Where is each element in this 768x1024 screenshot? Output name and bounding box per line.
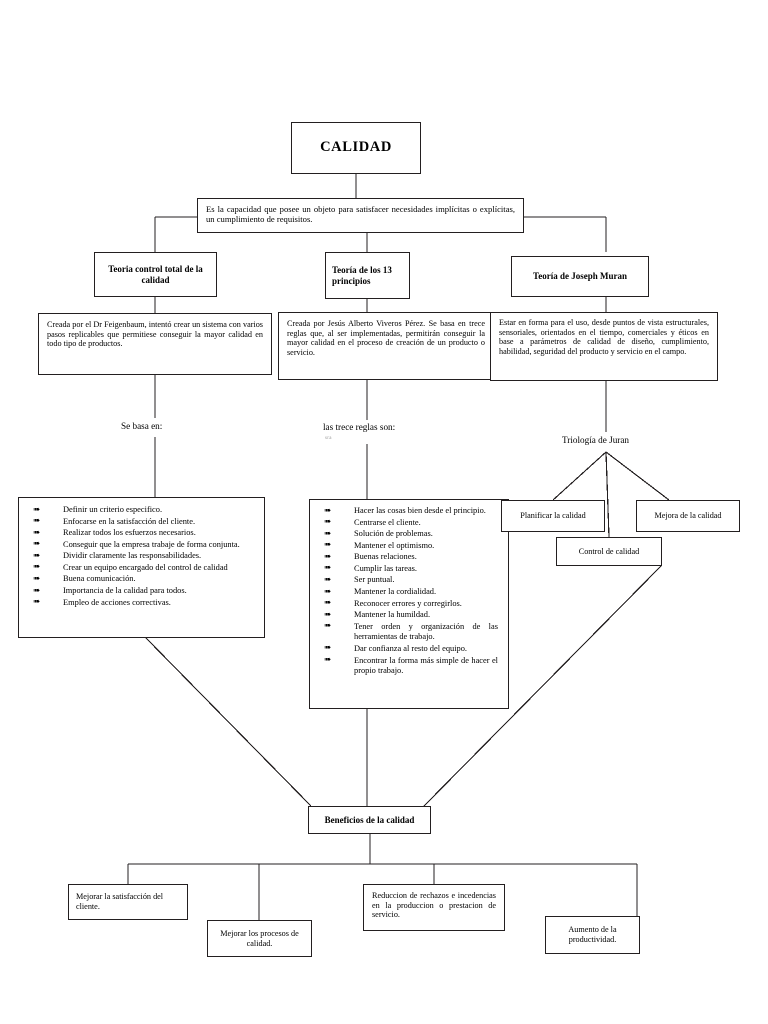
arrow-bullet-icon: ➠ bbox=[33, 585, 41, 596]
list-item: ➠Encontrar la forma más simple de hacer … bbox=[324, 655, 498, 676]
theory-title-1: Teoría de los 13 principios bbox=[332, 264, 392, 286]
arrow-bullet-icon: ➠ bbox=[324, 598, 332, 609]
arrow-bullet-icon: ➠ bbox=[324, 609, 332, 620]
node-theory-control-total[interactable]: Teoria control total de la calidad bbox=[94, 252, 217, 297]
benefit-text-2: Reduccion de rechazos e incedencias en l… bbox=[372, 891, 496, 920]
list-item: ➠Reconocer errores y corregirlos. bbox=[324, 598, 462, 609]
arrow-bullet-icon: ➠ bbox=[324, 574, 332, 585]
list-item: ➠Tener orden y organización de las herra… bbox=[324, 621, 498, 642]
list-item: ➠Mantener la humildad. bbox=[324, 609, 431, 620]
list-item: ➠Dar confianza al resto del equipo. bbox=[324, 643, 468, 654]
node-theory-13-principios[interactable]: Teoría de los 13 principios bbox=[325, 252, 410, 299]
title-text: CALIDAD bbox=[320, 139, 392, 156]
arrow-bullet-icon: ➠ bbox=[33, 516, 41, 527]
arrow-bullet-icon: ➠ bbox=[324, 643, 332, 654]
description-text-0: Creada por el Dr Feigenbaum, intentó cre… bbox=[47, 320, 263, 349]
benefit-text-0: Mejorar la satisfacción del cliente. bbox=[76, 892, 164, 911]
node-definition[interactable]: Es la capacidad que posee un objeto para… bbox=[197, 198, 524, 233]
node-description-viveros[interactable]: Creada por Jesús Alberto Viveros Pérez. … bbox=[278, 312, 494, 380]
list-item: ➠Buenas relaciones. bbox=[324, 551, 417, 562]
list-item: ➠Conseguir que la empresa trabaje de for… bbox=[33, 539, 240, 550]
node-title-calidad[interactable]: CALIDAD bbox=[291, 122, 421, 174]
node-benefit-reduccion-rechazos[interactable]: Reduccion de rechazos e incedencias en l… bbox=[363, 884, 505, 931]
list-item: ➠Crear un equipo encargado del control d… bbox=[33, 562, 228, 573]
arrow-bullet-icon: ➠ bbox=[33, 539, 41, 550]
arrow-bullet-icon: ➠ bbox=[33, 562, 41, 573]
node-benefit-procesos-calidad[interactable]: Mejorar los procesos de calidad. bbox=[207, 920, 312, 957]
list-item: ➠Centrarse el cliente. bbox=[324, 517, 421, 528]
node-list-control-total[interactable]: ➠Definir un criterio especifico. ➠Enfoca… bbox=[18, 497, 265, 638]
bullet-list-control-total: ➠Definir un criterio especifico. ➠Enfoca… bbox=[19, 505, 257, 608]
node-theory-joseph-muran[interactable]: Teoría de Joseph Muran bbox=[511, 256, 649, 297]
arrow-bullet-icon: ➠ bbox=[324, 517, 332, 528]
trilogy-item-2: Mejora de la calidad bbox=[654, 511, 722, 521]
arrow-bullet-icon: ➠ bbox=[324, 551, 332, 562]
list-item: ➠Buena comunicación. bbox=[33, 573, 136, 584]
node-list-13-reglas[interactable]: ➠Hacer las cosas bien desde el principio… bbox=[309, 499, 509, 709]
list-item: ➠Cumplir las tareas. bbox=[324, 563, 418, 574]
node-control-de-calidad[interactable]: Control de calidad bbox=[556, 537, 662, 566]
node-description-muran[interactable]: Estar en forma para el uso, desde puntos… bbox=[490, 312, 718, 381]
node-mejora-de-la-calidad[interactable]: Mejora de la calidad bbox=[636, 500, 740, 532]
connector-label-artifact: sra bbox=[325, 436, 332, 441]
arrow-bullet-icon: ➠ bbox=[324, 528, 332, 539]
node-benefit-productividad[interactable]: Aumento de la productividad. bbox=[545, 916, 640, 954]
arrow-bullet-icon: ➠ bbox=[324, 563, 332, 574]
node-beneficios-de-la-calidad[interactable]: Beneficios de la calidad bbox=[308, 806, 431, 834]
trilogy-item-1: Control de calidad bbox=[578, 546, 640, 556]
list-item: ➠Solución de problemas. bbox=[324, 528, 433, 539]
list-item: ➠Hacer las cosas bien desde el principio… bbox=[324, 505, 486, 516]
list-item: ➠Definir un criterio especifico. bbox=[33, 504, 163, 515]
arrow-bullet-icon: ➠ bbox=[33, 597, 41, 608]
list-item: ➠Enfocarse en la satisfacción del client… bbox=[33, 516, 196, 527]
theory-title-0: Teoria control total de la calidad bbox=[108, 263, 203, 285]
node-benefit-satisfaccion-cliente[interactable]: Mejorar la satisfacción del cliente. bbox=[68, 884, 188, 920]
list-item: ➠Mantener el optimismo. bbox=[324, 540, 435, 551]
benefit-text-3: Aumento de la productividad. bbox=[568, 925, 617, 944]
arrow-bullet-icon: ➠ bbox=[33, 550, 41, 561]
arrow-bullet-icon: ➠ bbox=[324, 655, 332, 666]
trilogy-item-0: Planificar la calidad bbox=[520, 511, 586, 521]
benefits-title-text: Beneficios de la calidad bbox=[324, 814, 415, 825]
arrow-bullet-icon: ➠ bbox=[33, 573, 41, 584]
arrow-bullet-icon: ➠ bbox=[33, 504, 41, 515]
theory-title-2: Teoría de Joseph Muran bbox=[533, 271, 627, 282]
list-item: ➠Mantener la cordialidad. bbox=[324, 586, 437, 597]
description-text-1: Creada por Jesús Alberto Viveros Pérez. … bbox=[287, 319, 485, 358]
connector-label-se-basa-en: Se basa en: bbox=[121, 421, 163, 431]
list-item: ➠Dividir claramente las responsabilidade… bbox=[33, 550, 202, 561]
node-planificar-la-calidad[interactable]: Planificar la calidad bbox=[501, 500, 605, 532]
list-item: ➠Importancia de la calidad para todos. bbox=[33, 585, 187, 596]
list-item: ➠Empleo de acciones correctivas. bbox=[33, 597, 171, 608]
definition-text: Es la capacidad que posee un objeto para… bbox=[206, 204, 515, 225]
list-item: ➠Ser puntual. bbox=[324, 574, 395, 585]
arrow-bullet-icon: ➠ bbox=[324, 505, 332, 516]
node-description-feigenbaum[interactable]: Creada por el Dr Feigenbaum, intentó cre… bbox=[38, 313, 272, 375]
arrow-bullet-icon: ➠ bbox=[33, 527, 41, 538]
arrow-bullet-icon: ➠ bbox=[324, 621, 332, 632]
bullet-list-13-reglas: ➠Hacer las cosas bien desde el principio… bbox=[310, 506, 498, 677]
list-item: ➠Realizar todos los esfuerzos necesarios… bbox=[33, 527, 196, 538]
connector-label-trece-reglas: las trece reglas son: bbox=[323, 422, 396, 432]
arrow-bullet-icon: ➠ bbox=[324, 540, 332, 551]
connector-label-triologia-juran: Triología de Juran bbox=[562, 435, 630, 445]
benefit-text-1: Mejorar los procesos de calidad. bbox=[220, 928, 299, 948]
arrow-bullet-icon: ➠ bbox=[324, 586, 332, 597]
description-text-2: Estar en forma para el uso, desde puntos… bbox=[499, 318, 709, 357]
